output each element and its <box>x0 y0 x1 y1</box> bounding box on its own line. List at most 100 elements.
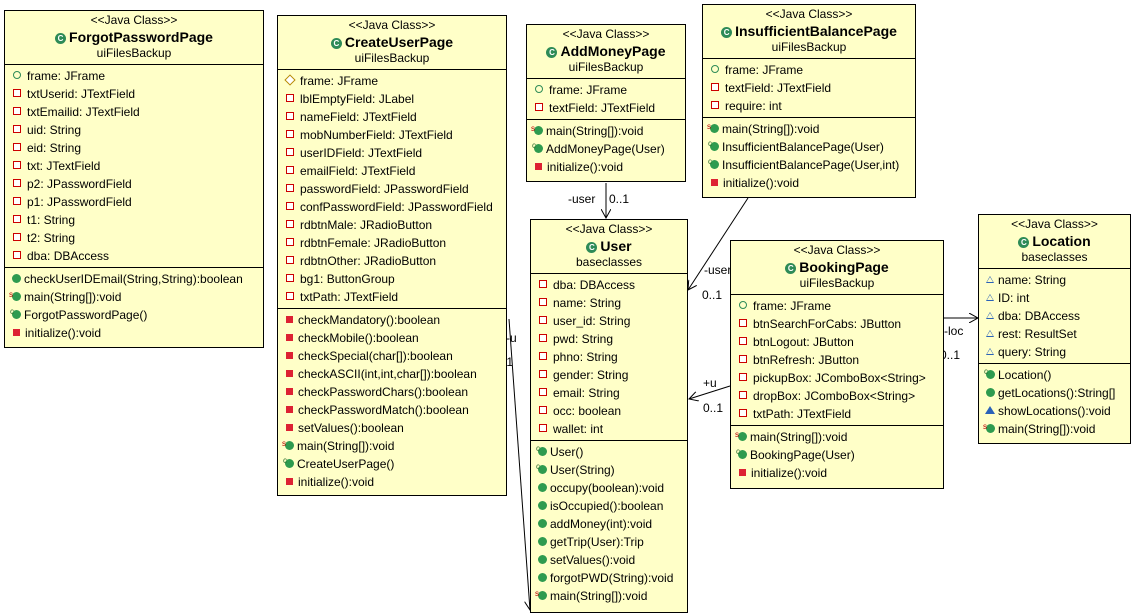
method-row[interactable]: main(String[]):void <box>731 426 943 446</box>
attribute-row[interactable]: email: String <box>531 384 687 402</box>
method-row[interactable]: occupy(boolean):void <box>531 479 687 497</box>
attribute-row[interactable]: dba: DBAccess <box>5 247 263 265</box>
method-row[interactable]: addMoney(int):void <box>531 515 687 533</box>
attribute-row[interactable]: frame: JFrame <box>527 81 685 99</box>
method-row[interactable]: checkMandatory():boolean <box>278 311 506 329</box>
attribute-row[interactable]: t2: String <box>5 229 263 247</box>
method-row[interactable]: showLocations():void <box>979 402 1130 420</box>
attribute-row[interactable]: txtUserid: JTextField <box>5 85 263 103</box>
attribute-row[interactable]: dropBox: JComboBox<String> <box>731 387 943 405</box>
attribute-row[interactable]: rest: ResultSet <box>979 325 1130 343</box>
method-row[interactable]: main(String[]):void <box>703 118 915 138</box>
attribute-row[interactable]: frame: JFrame <box>703 61 915 79</box>
private-m-icon <box>739 469 746 476</box>
attribute-row[interactable]: frame: JFrame <box>5 67 263 85</box>
method-row[interactable]: InsufficientBalancePage(User,int) <box>703 153 915 174</box>
method-row[interactable]: initialize():void <box>5 324 263 342</box>
attribute-row[interactable]: txt: JTextField <box>5 157 263 175</box>
attribute-row[interactable]: wallet: int <box>531 420 687 438</box>
method-row[interactable]: checkMobile():boolean <box>278 329 506 347</box>
method-row[interactable]: checkPasswordChars():boolean <box>278 383 506 401</box>
attribute-row[interactable]: dba: DBAccess <box>531 276 687 294</box>
attribute-row[interactable]: btnLogout: JButton <box>731 333 943 351</box>
attribute-row[interactable]: txtEmailid: JTextField <box>5 103 263 121</box>
attribute-row[interactable]: emailField: JTextField <box>278 162 506 180</box>
attribute-row[interactable]: bg1: ButtonGroup <box>278 270 506 288</box>
attribute-row[interactable]: passwordField: JPasswordField <box>278 180 506 198</box>
method-row[interactable]: setValues():boolean <box>278 419 506 437</box>
attribute-row[interactable]: confPasswordField: JPasswordField <box>278 198 506 216</box>
attribute-row[interactable]: p1: JPasswordField <box>5 193 263 211</box>
attribute-row[interactable]: userIDField: JTextField <box>278 144 506 162</box>
assoc-create-user <box>508 318 530 610</box>
method-row[interactable]: checkSpecial(char[]):boolean <box>278 347 506 365</box>
method-row[interactable]: initialize():void <box>527 158 685 176</box>
method-row[interactable]: checkASCII(int,int,char[]):boolean <box>278 365 506 383</box>
method-row[interactable]: main(String[]):void <box>979 418 1130 438</box>
attribute-row[interactable]: phno: String <box>531 348 687 366</box>
attribute-row[interactable]: eid: String <box>5 139 263 157</box>
method-row[interactable]: setValues():void <box>531 551 687 569</box>
attribute-row[interactable]: nameField: JTextField <box>278 108 506 126</box>
attribute-text: dropBox: JComboBox<String> <box>753 389 916 403</box>
attribute-row[interactable]: frame: JFrame <box>278 72 506 90</box>
attribute-row[interactable]: txtPath: JTextField <box>278 288 506 306</box>
method-row[interactable]: BookingPage(User) <box>731 443 943 464</box>
private-icon <box>13 125 21 133</box>
attribute-row[interactable]: pwd: String <box>531 330 687 348</box>
attribute-row[interactable]: user_id: String <box>531 312 687 330</box>
attribute-row[interactable]: gender: String <box>531 366 687 384</box>
attribute-row[interactable]: occ: boolean <box>531 402 687 420</box>
method-row[interactable]: isOccupied():boolean <box>531 497 687 515</box>
attribute-row[interactable]: query: String <box>979 343 1130 361</box>
attribute-row[interactable]: p2: JPasswordField <box>5 175 263 193</box>
attribute-row[interactable]: t1: String <box>5 211 263 229</box>
method-row[interactable]: getTrip(User):Trip <box>531 533 687 551</box>
method-row[interactable]: CreateUserPage() <box>278 452 506 473</box>
attribute-row[interactable]: btnRefresh: JButton <box>731 351 943 369</box>
method-row[interactable]: Location() <box>979 363 1130 384</box>
attribute-row[interactable]: ID: int <box>979 289 1130 307</box>
method-row[interactable]: checkUserIDEmail(String,String):boolean <box>5 270 263 288</box>
method-row[interactable]: main(String[]):void <box>531 585 687 605</box>
attribute-row[interactable]: require: int <box>703 97 915 115</box>
attribute-row[interactable]: pickupBox: JComboBox<String> <box>731 369 943 387</box>
method-row[interactable]: User(String) <box>531 458 687 479</box>
attribute-row[interactable]: uid: String <box>5 121 263 139</box>
method-row[interactable]: getLocations():String[] <box>979 384 1130 402</box>
attribute-row[interactable]: rdbtnFemale: JRadioButton <box>278 234 506 252</box>
attribute-row[interactable]: rdbtnMale: JRadioButton <box>278 216 506 234</box>
private-icon <box>539 334 547 342</box>
attribute-row[interactable]: lblEmptyField: JLabel <box>278 90 506 108</box>
attribute-row[interactable]: btnSearchForCabs: JButton <box>731 315 943 333</box>
method-row[interactable]: ForgotPasswordPage() <box>5 303 263 324</box>
method-row[interactable]: User() <box>531 440 687 461</box>
attribute-row[interactable]: textField: JTextField <box>527 99 685 117</box>
method-row[interactable]: initialize():void <box>703 174 915 192</box>
attribute-row[interactable]: mobNumberField: JTextField <box>278 126 506 144</box>
attribute-row[interactable]: rdbtnOther: JRadioButton <box>278 252 506 270</box>
method-row[interactable]: main(String[]):void <box>527 120 685 140</box>
method-row[interactable]: initialize():void <box>731 464 943 482</box>
method-row[interactable]: main(String[]):void <box>5 286 263 306</box>
attribute-row[interactable]: frame: JFrame <box>731 297 943 315</box>
method-row[interactable]: InsufficientBalancePage(User) <box>703 135 915 156</box>
attribute-row[interactable]: textField: JTextField <box>703 79 915 97</box>
method-row[interactable]: forgotPWD(String):void <box>531 569 687 587</box>
method-row[interactable]: main(String[]):void <box>278 435 506 455</box>
method-row[interactable]: checkPasswordMatch():boolean <box>278 401 506 419</box>
method-row[interactable]: initialize():void <box>278 473 506 491</box>
method-row[interactable]: AddMoneyPage(User) <box>527 137 685 158</box>
attribute-row[interactable]: name: String <box>531 294 687 312</box>
attribute-row[interactable]: txtPath: JTextField <box>731 405 943 423</box>
attribute-row[interactable]: dba: DBAccess <box>979 307 1130 325</box>
attribute-row[interactable]: name: String <box>979 271 1130 289</box>
